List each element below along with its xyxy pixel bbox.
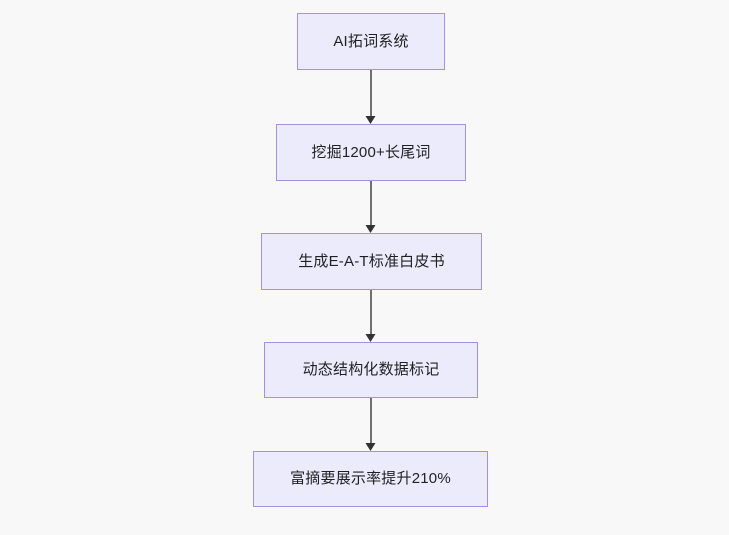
flow-node-generate-eat-whitepaper[interactable]: 生成E-A-T标准白皮书 xyxy=(261,233,482,290)
arrowhead-icon xyxy=(365,225,376,233)
flow-node-mine-longtail-keywords[interactable]: 挖掘1200+长尾词 xyxy=(276,124,466,181)
flow-edge-line xyxy=(370,398,372,444)
flow-node-dynamic-structured-data-markup[interactable]: 动态结构化数据标记 xyxy=(264,342,478,398)
flow-edge-line xyxy=(370,181,372,226)
flow-node-label: 富摘要展示率提升210% xyxy=(290,470,451,488)
flow-node-label: AI拓词系统 xyxy=(333,32,409,50)
arrowhead-icon xyxy=(365,116,376,124)
arrowhead-icon xyxy=(365,334,376,342)
flow-node-label: 生成E-A-T标准白皮书 xyxy=(298,252,445,270)
flow-node-rich-snippet-impression-lift[interactable]: 富摘要展示率提升210% xyxy=(253,451,488,507)
flow-node-ai-keyword-system[interactable]: AI拓词系统 xyxy=(297,13,445,70)
flow-edge-line xyxy=(370,70,372,117)
flow-node-label: 动态结构化数据标记 xyxy=(302,361,440,379)
arrowhead-icon xyxy=(365,443,376,451)
flow-edge-line xyxy=(370,290,372,335)
flow-node-label: 挖掘1200+长尾词 xyxy=(311,143,431,161)
